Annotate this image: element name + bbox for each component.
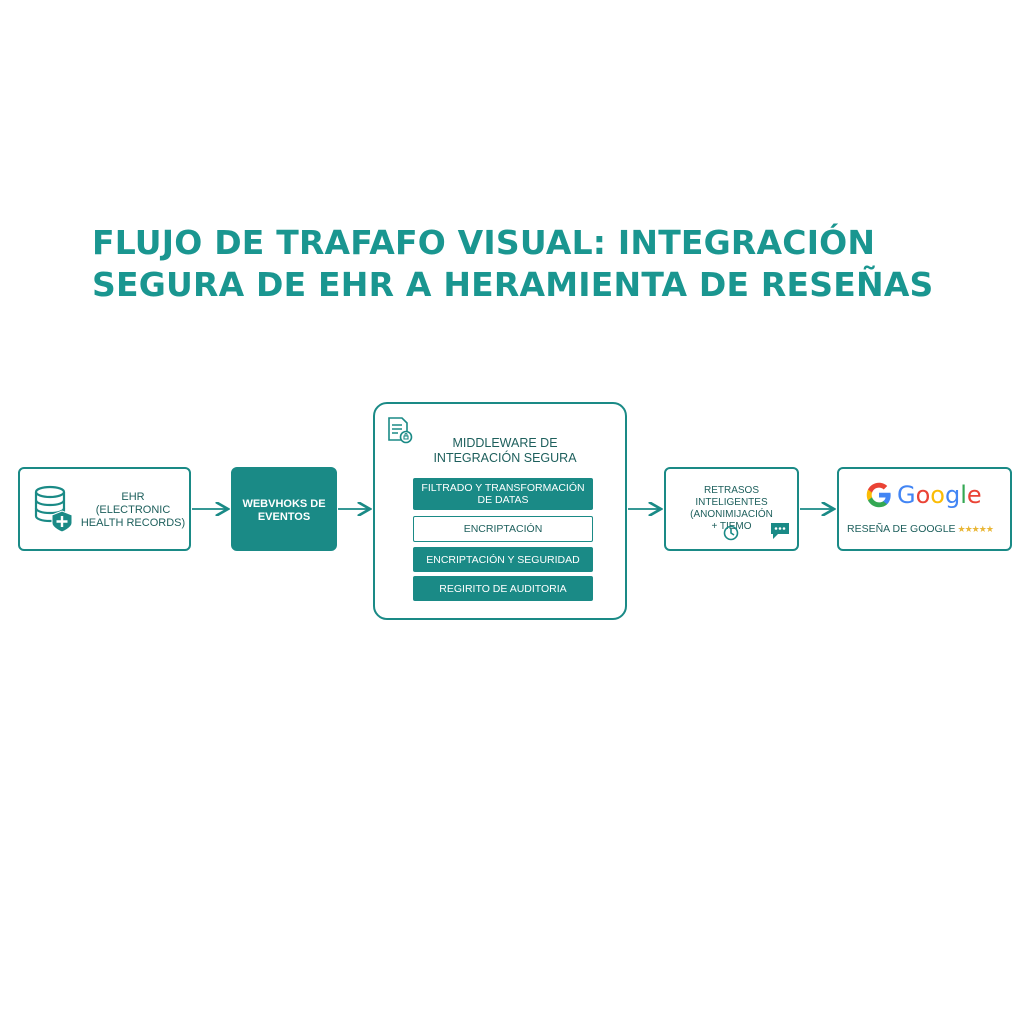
middleware-step-label: ENCRIPTACIÓN Y SEGURIDAD	[426, 553, 580, 566]
middleware-step-label: REGIRITO DE AUDITORIA	[439, 582, 567, 595]
google-review-node: Google RESEÑA DE GOOGLE★★★★★	[837, 467, 1012, 551]
google-review-label: RESEÑA DE GOOGLE★★★★★	[847, 523, 1007, 535]
title-line-1: FLUJO DE TRAFAFO VISUAL: INTEGRACIÓN	[92, 223, 876, 262]
middleware-step-encryption-security: ENCRIPTACIÓN Y SEGURIDAD	[413, 547, 593, 572]
middleware-step-label: ENCRIPTACIÓN	[463, 523, 543, 535]
database-plus-icon	[34, 485, 73, 533]
review-text: RESEÑA DE GOOGLE	[847, 523, 956, 535]
middleware-step-encryption: ENCRIPTACIÓN	[413, 516, 593, 542]
star-rating: ★★★★★	[957, 524, 994, 534]
chat-bubble-icon	[771, 523, 789, 539]
google-wordmark-letter: o	[915, 481, 931, 509]
title-line-2: SEGURA DE EHR A HERAMIENTA DE RESEÑAS	[92, 265, 934, 304]
google-wordmark-letter: G	[897, 481, 916, 509]
google-wordmark: Google	[897, 481, 982, 509]
diagram-title: FLUJO DE TRAFAFO VISUAL: INTEGRACIÓN SEG…	[92, 222, 992, 306]
google-wordmark-letter: e	[966, 481, 982, 509]
document-lock-icon	[388, 417, 413, 444]
google-wordmark-letter: g	[944, 481, 961, 509]
google-g-logo-icon	[866, 482, 891, 508]
google-wordmark-letter: l	[960, 481, 967, 509]
smart-delays-node: RETRASOS INTELIGENTES(ANONIMIJACIÓN+ TIE…	[664, 467, 799, 551]
middleware-step-audit-log: REGIRITO DE AUDITORIA	[413, 576, 593, 601]
google-wordmark-letter: o	[930, 481, 945, 509]
clock-icon	[723, 525, 739, 541]
